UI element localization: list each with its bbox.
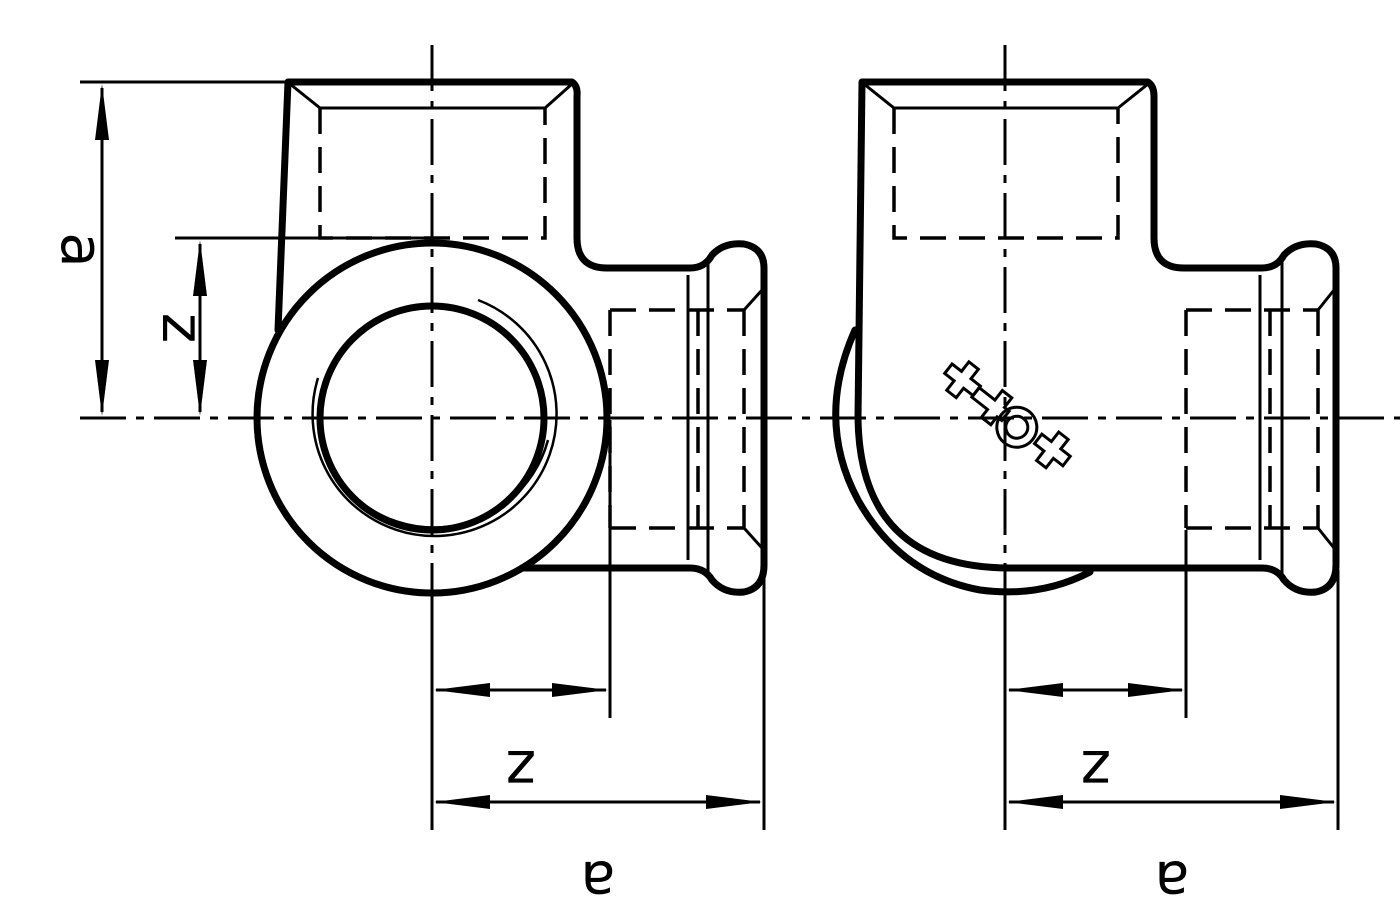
marker-icon	[969, 385, 1014, 427]
thread-arc	[311, 298, 558, 538]
left-view	[80, 45, 1400, 640]
left-body-outline	[274, 78, 768, 596]
arrowhead	[706, 795, 762, 809]
right-top-thread-hidden	[892, 108, 1120, 240]
chamfer-line	[1117, 82, 1149, 110]
chamfer-line	[742, 288, 764, 312]
arrowhead	[434, 795, 490, 809]
arrowhead	[552, 683, 608, 697]
left-bottom-dimensions: z a	[430, 420, 766, 900]
left-front-bore-circle	[316, 302, 548, 534]
dim-label-z-right: z	[1081, 737, 1111, 805]
chamfer-line	[544, 82, 573, 110]
arrowhead	[193, 360, 207, 416]
chamfer-line	[1316, 289, 1336, 311]
left-front-outer-circle	[253, 239, 611, 597]
right-bottom-dimensions: z a	[1003, 530, 1340, 900]
ring-inner-icon	[1004, 414, 1030, 440]
chamfer-line	[289, 82, 321, 110]
ring-icon	[995, 405, 1039, 449]
thread-arc	[318, 439, 550, 529]
cross-mark-icon	[942, 359, 983, 400]
dim-label-a-vertical: a	[48, 232, 116, 268]
arrowhead	[1280, 795, 1336, 809]
chamfer-line	[1316, 527, 1336, 549]
right-body-outline	[854, 78, 1340, 596]
arrowhead	[434, 683, 490, 697]
arrowhead	[1007, 683, 1063, 697]
arrowhead	[193, 240, 207, 296]
arrowhead	[95, 360, 109, 416]
dim-label-a-left: a	[580, 848, 616, 900]
left-vertical-dimensions: a z	[48, 80, 440, 416]
dim-label-a-right: a	[1154, 848, 1190, 900]
right-side-thread-hidden	[1184, 308, 1318, 530]
arrowhead	[95, 84, 109, 140]
chamfer-line	[742, 526, 764, 550]
cross-mark-icon	[1032, 429, 1073, 470]
arrowhead	[1007, 795, 1063, 809]
dim-label-z-vertical: z	[149, 313, 217, 343]
dim-label-z-left: z	[506, 737, 536, 805]
centre-mark-symbol	[942, 359, 1073, 470]
right-view	[832, 45, 1340, 640]
right-body-bulge	[832, 326, 1094, 596]
chamfer-line	[863, 82, 895, 110]
arrowhead	[1128, 683, 1184, 697]
